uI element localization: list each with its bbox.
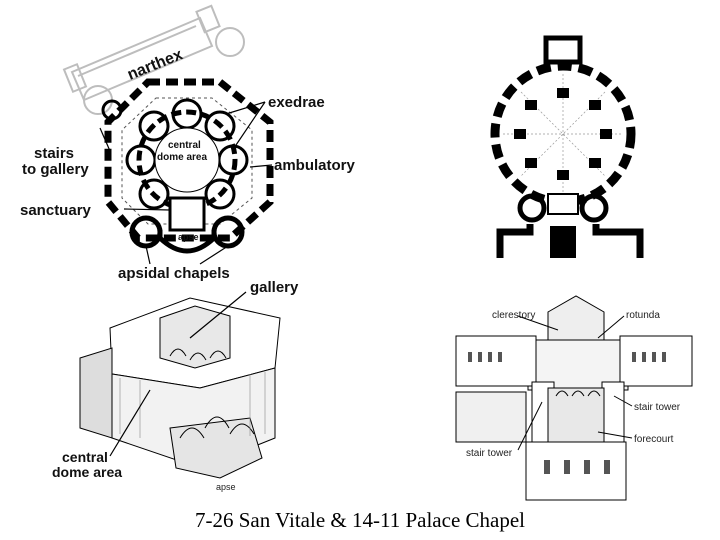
label-sanctuary: sanctuary <box>20 202 92 219</box>
lower-left-block <box>455 391 527 443</box>
label-apsidal-chapels: apsidal chapels <box>118 265 230 282</box>
san-vitale-plan: narthex exedrae central dome area stairs… <box>20 2 370 282</box>
label-clerestory: clerestory <box>492 310 535 321</box>
window-rows <box>468 352 666 474</box>
label-stair-tower-right: stair tower <box>634 402 681 413</box>
stair-towers-plan <box>517 193 609 223</box>
apse-domes <box>179 416 255 439</box>
outer-octagon-wall <box>104 78 274 242</box>
label-stairs: stairs <box>34 145 74 162</box>
label-stair-tower-left: stair tower <box>466 448 513 459</box>
label-central: central <box>168 140 201 151</box>
label-ambulatory: ambulatory <box>274 157 356 174</box>
gallery-arches <box>169 348 227 361</box>
label-central: central <box>62 449 108 465</box>
choir-block <box>547 193 579 215</box>
label-exedrae: exedrae <box>268 94 325 111</box>
label-forecourt: forecourt <box>634 434 674 445</box>
octagon-piers <box>514 88 612 180</box>
drum <box>159 305 231 369</box>
palace-chapel-plan <box>490 34 650 264</box>
palace-chapel-cutaway: clerestory rotunda stair tower forecourt… <box>448 292 708 504</box>
narthex-block <box>79 347 113 439</box>
west-entrance <box>543 35 583 65</box>
label-gallery: gallery <box>250 279 299 296</box>
label-to-gallery: to gallery <box>22 161 89 178</box>
forecourt-gate <box>550 226 576 258</box>
figure-caption: 7-26 San Vitale & 14-11 Palace Chapel <box>195 508 525 532</box>
ambulatory-ring <box>121 97 253 225</box>
forecourt-wall <box>496 224 644 258</box>
apse-shape <box>157 230 217 254</box>
label-rotunda: rotunda <box>626 310 660 321</box>
san-vitale-cutaway: gallery central dome area apse <box>50 278 360 498</box>
label-apse: apse <box>178 232 199 242</box>
west-arches <box>555 390 601 397</box>
clerestory-roof <box>547 295 605 341</box>
label-dome-area: dome area <box>157 152 207 163</box>
forecourt-block <box>525 441 627 501</box>
stair-tower <box>101 99 123 121</box>
sanctuary-block <box>168 196 206 232</box>
west-block <box>547 387 605 445</box>
apse-chapels <box>169 417 263 479</box>
label-dome-area: dome area <box>52 464 122 480</box>
label-apse: apse <box>216 482 236 492</box>
central-dome-area <box>154 127 220 193</box>
